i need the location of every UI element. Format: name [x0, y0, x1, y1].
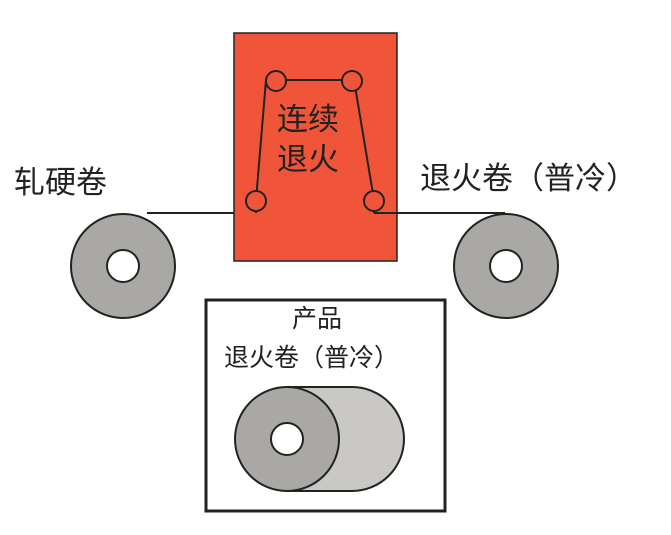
roller-bottom-left: [245, 190, 267, 212]
product-frame: [204, 298, 447, 513]
furnace-label-line1: 连续: [277, 102, 339, 138]
hard-coil-label: 轧硬卷: [14, 165, 107, 201]
annealed-coil-label: 退火卷（普冷）: [420, 161, 637, 197]
product-label-line2: 退火卷（普冷）: [224, 343, 400, 372]
hard-coil-core: [106, 249, 140, 283]
product-label-line1: 产品: [292, 304, 343, 333]
roller-bottom-right: [363, 190, 385, 212]
roller-top-left: [265, 70, 287, 92]
annealed-coil-core: [489, 249, 523, 283]
furnace-label-line2: 退火: [277, 142, 339, 178]
roller-top-right: [341, 70, 363, 92]
product-coil-core: [270, 422, 304, 456]
